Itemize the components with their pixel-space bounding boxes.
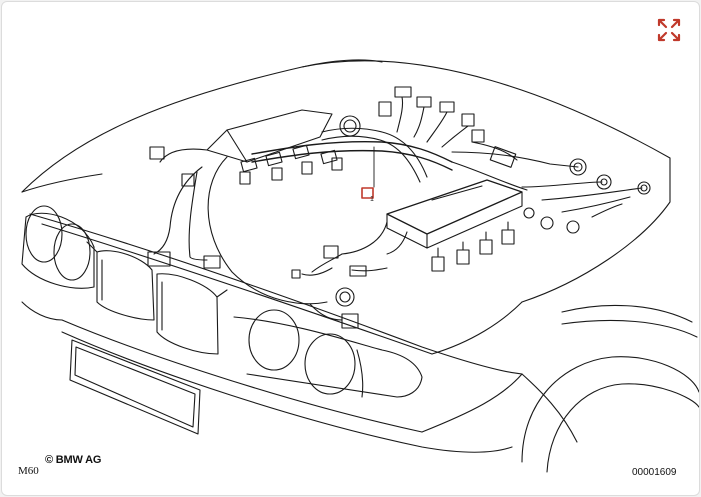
left-headlights bbox=[21, 205, 95, 289]
car-body bbox=[21, 59, 699, 473]
right-headlights bbox=[233, 309, 423, 398]
callout-number: 1 bbox=[370, 196, 374, 203]
kidney-grille bbox=[86, 241, 228, 355]
licence-plate bbox=[69, 339, 201, 435]
reference-number-label: 00001609 bbox=[632, 467, 677, 478]
callout-marker[interactable] bbox=[361, 187, 374, 199]
copyright-label: © BMW AG bbox=[45, 454, 102, 466]
expand-arrows-icon[interactable] bbox=[654, 15, 684, 45]
model-code-label: M60 bbox=[18, 465, 39, 477]
wiring-harness bbox=[147, 86, 651, 329]
